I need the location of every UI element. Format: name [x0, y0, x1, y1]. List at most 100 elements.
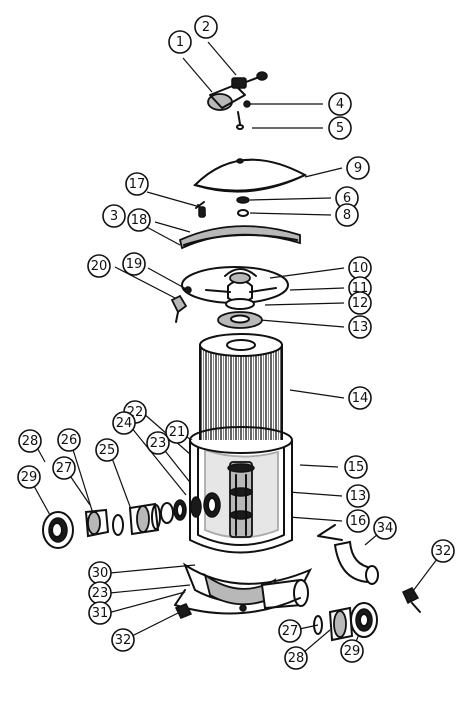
callout-c5: 5	[328, 116, 352, 140]
callout-number: 29	[344, 644, 361, 659]
callout-number: 13	[350, 489, 367, 504]
callout-c10: 10	[348, 256, 372, 280]
callout-circle	[348, 315, 372, 339]
callout-c19: 19	[122, 252, 146, 276]
callout-c2: 2	[194, 15, 218, 39]
callout-circle	[111, 628, 135, 652]
callout-number: 19	[126, 257, 143, 272]
callout-c16: 16	[346, 509, 370, 533]
callout-number: 32	[115, 633, 132, 648]
air-relief-fitting	[207, 71, 268, 130]
callout-c20: 20	[87, 254, 111, 278]
callout-circle	[95, 438, 119, 462]
callout-number: 13	[352, 320, 369, 335]
callout-number: 14	[352, 391, 369, 406]
callout-number: 28	[288, 651, 305, 666]
callout-circle	[125, 172, 149, 196]
callout-circle	[328, 116, 352, 140]
callout-circle	[344, 455, 368, 479]
dome-lid	[193, 158, 308, 193]
callout-circle	[348, 386, 372, 410]
callout-c4: 4	[328, 92, 352, 116]
callout-number: 23	[150, 436, 167, 451]
callout-number: 12	[352, 296, 369, 311]
callout-c27b: 27	[278, 619, 302, 643]
callout-circle	[168, 30, 192, 54]
callout-number: 31	[92, 606, 109, 621]
callout-c6: 6	[335, 186, 359, 210]
callout-number: 25	[99, 443, 116, 458]
callout-circle	[346, 484, 370, 508]
callout-c12: 12	[348, 291, 372, 315]
callout-circle	[127, 208, 151, 232]
callout-number: 21	[169, 425, 186, 440]
callout-number: 27	[282, 624, 299, 639]
callout-number: 30	[92, 566, 109, 581]
elbow-fitting	[317, 524, 379, 585]
callout-circle	[278, 619, 302, 643]
callout-number: 15	[348, 460, 365, 475]
callout-circle	[122, 252, 146, 276]
callout-circle	[88, 601, 112, 625]
callout-c24: 24	[112, 411, 136, 435]
callout-circle	[348, 291, 372, 315]
callout-circle	[57, 428, 81, 452]
callout-c23b: 23	[88, 581, 112, 605]
callout-circle	[346, 156, 370, 180]
callout-circle	[346, 509, 370, 533]
callout-c26: 26	[57, 428, 81, 452]
callout-c34: 34	[373, 516, 397, 540]
callout-c1: 1	[168, 30, 192, 54]
callout-c32a: 32	[431, 539, 455, 563]
callout-circle	[373, 516, 397, 540]
callout-c29b: 29	[340, 639, 364, 663]
right-union-fittings	[313, 602, 378, 642]
callout-number: 4	[336, 97, 344, 112]
callout-c28a: 28	[18, 429, 42, 453]
callout-number: 1	[176, 35, 184, 50]
callout-number: 2	[202, 20, 210, 35]
callout-number: 5	[336, 121, 344, 136]
drain-plugs	[174, 587, 421, 619]
manifold-bushing	[217, 311, 263, 329]
callout-c30: 30	[88, 561, 112, 585]
callout-circle	[194, 15, 218, 39]
left-union-fittings	[42, 502, 161, 549]
callout-circle	[165, 420, 189, 444]
callout-c21: 21	[165, 420, 189, 444]
clamp-band	[178, 225, 301, 250]
oring-and-manifold	[181, 266, 289, 310]
callout-c17: 17	[125, 172, 149, 196]
standpipe	[227, 461, 255, 538]
callout-number: 9	[354, 161, 362, 176]
callout-circle	[328, 92, 352, 116]
callout-number: 28	[22, 434, 39, 449]
callout-number: 29	[21, 470, 38, 485]
callout-c27a: 27	[52, 456, 76, 480]
callout-circle	[52, 456, 76, 480]
callout-circle	[17, 465, 41, 489]
callout-number: 20	[91, 259, 108, 274]
callout-circle	[431, 539, 455, 563]
callout-c32b: 32	[111, 628, 135, 652]
callout-c8: 8	[335, 203, 359, 227]
callout-circle	[102, 204, 126, 228]
side-outlet-fittings	[160, 492, 221, 524]
callout-c23a: 23	[146, 431, 170, 455]
callout-circle	[112, 411, 136, 435]
callout-number: 32	[435, 544, 452, 559]
callout-number: 27	[56, 461, 73, 476]
callout-number: 3	[110, 209, 118, 224]
callout-number: 10	[352, 261, 369, 276]
callout-c29a: 29	[17, 465, 41, 489]
tank-base	[174, 562, 313, 615]
callout-c25: 25	[95, 438, 119, 462]
callout-circle	[335, 203, 359, 227]
callout-c14: 14	[348, 386, 372, 410]
callout-c13a: 13	[348, 315, 372, 339]
callout-circle	[146, 431, 170, 455]
callout-circle	[340, 639, 364, 663]
callout-number: 26	[61, 433, 78, 448]
